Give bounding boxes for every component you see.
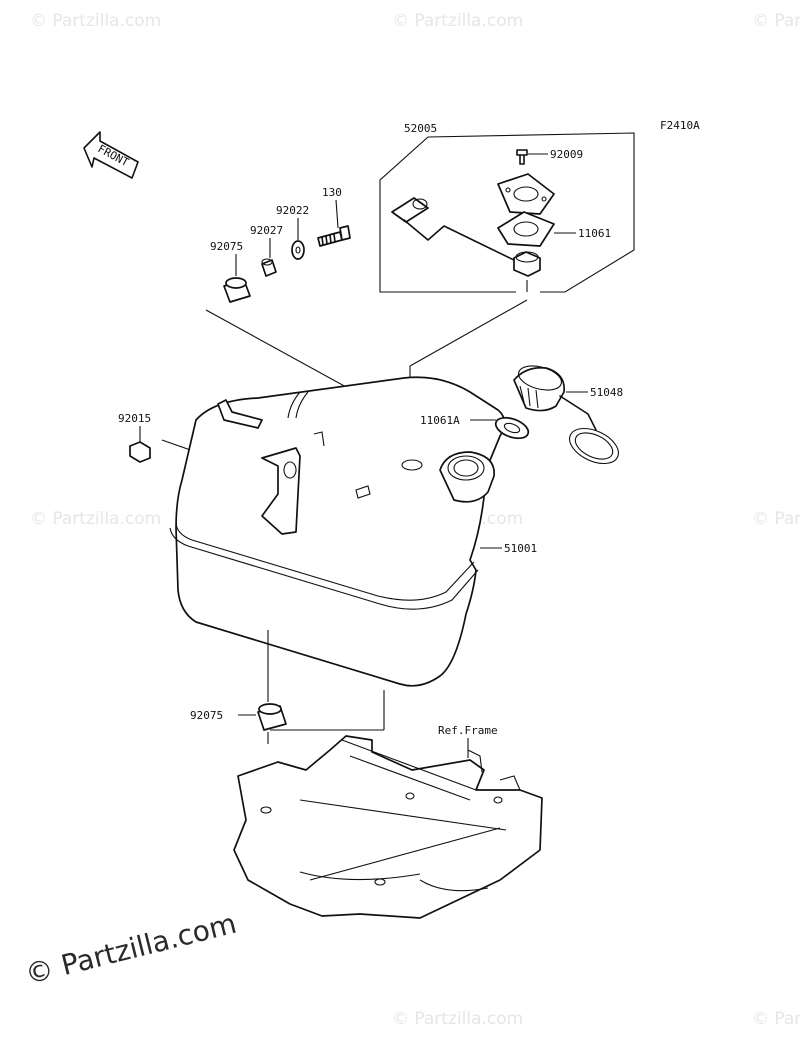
fuel-gauge-sender-part — [391, 197, 541, 292]
gauge-plate-part — [497, 173, 555, 215]
callout-52005: 52005 — [404, 122, 437, 135]
callout-11061A: 11061A — [420, 414, 460, 427]
background-watermarks: © Partzilla.com © Partzilla.com © Partzi… — [30, 11, 800, 1029]
callout-130: 130 — [322, 186, 342, 199]
washer-92022-part: 92022 — [276, 204, 309, 260]
callout-ref-frame: Ref.Frame — [438, 724, 498, 737]
gauge-assembly-bracket: 52005 — [379, 122, 635, 293]
reference-frame-part: Ref.Frame — [233, 690, 543, 919]
damper-upper-92075-part: 92075 — [210, 240, 251, 303]
callout-11061: 11061 — [578, 227, 611, 240]
callout-51048: 51048 — [590, 386, 623, 399]
figure-code: F2410A — [660, 119, 700, 132]
gasket-11061-part: 11061 — [497, 211, 611, 247]
front-label: FRONT — [96, 142, 132, 169]
damper-lower-92075-part: 92075 — [190, 630, 287, 744]
filler-neck-part — [439, 451, 495, 503]
watermark-tr: © Partzilla.com — [752, 11, 800, 31]
screw-92009-part: 92009 — [516, 148, 583, 165]
callout-92075-upper: 92075 — [210, 240, 243, 253]
callout-92027: 92027 — [250, 224, 283, 237]
callout-92022: 92022 — [276, 204, 309, 217]
fuel-cap-51048-part: 51048 — [513, 365, 623, 465]
cap-gasket-11061A-part: 11061A — [420, 414, 530, 440]
callout-92015: 92015 — [118, 412, 151, 425]
front-arrow-icon: FRONT — [83, 131, 139, 179]
callout-92009: 92009 — [550, 148, 583, 161]
watermark-bc: © Partzilla.com — [392, 1009, 523, 1029]
callout-92075-lower: 92075 — [190, 709, 223, 722]
watermark-br: © Partzilla.com — [752, 1009, 800, 1029]
collar-92027-part: 92027 — [250, 224, 283, 277]
watermark-tc: © Partzilla.com — [392, 11, 523, 31]
watermark-mr: © Partzilla.com — [752, 509, 800, 529]
callout-51001: 51001 — [504, 542, 537, 555]
watermark-ml: © Partzilla.com — [30, 509, 161, 529]
nut-92015-part: 92015 — [118, 412, 151, 463]
watermark-tl: © Partzilla.com — [30, 11, 161, 31]
bolt-130-part: 130 — [317, 186, 351, 247]
fuel-tank-51001-part: 51001 — [169, 376, 537, 687]
